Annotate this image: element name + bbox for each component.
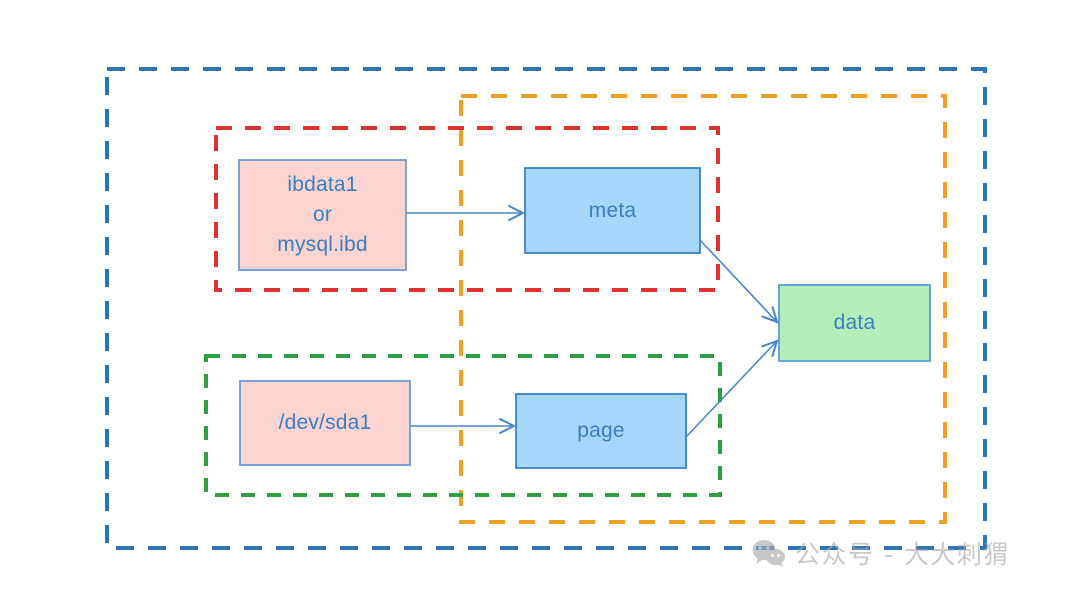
outer-dashed-group: [105, 67, 987, 550]
node-meta-shape[interactable]: [524, 167, 701, 254]
edges: [406, 213, 777, 438]
node-shapes: [238, 159, 931, 469]
green-dashed-group: [204, 354, 722, 497]
node-ibdata1-shape[interactable]: [238, 159, 407, 271]
edge-meta-to-data: [699, 239, 777, 322]
node-dev-sda1-shape[interactable]: [239, 380, 411, 466]
orange-dashed-group: [459, 94, 947, 524]
group-frames: [105, 67, 987, 550]
red-dashed-group: [214, 126, 720, 292]
edge-page-to-data: [685, 341, 777, 438]
node-page-shape[interactable]: [515, 393, 687, 469]
node-data-shape[interactable]: [778, 284, 931, 362]
